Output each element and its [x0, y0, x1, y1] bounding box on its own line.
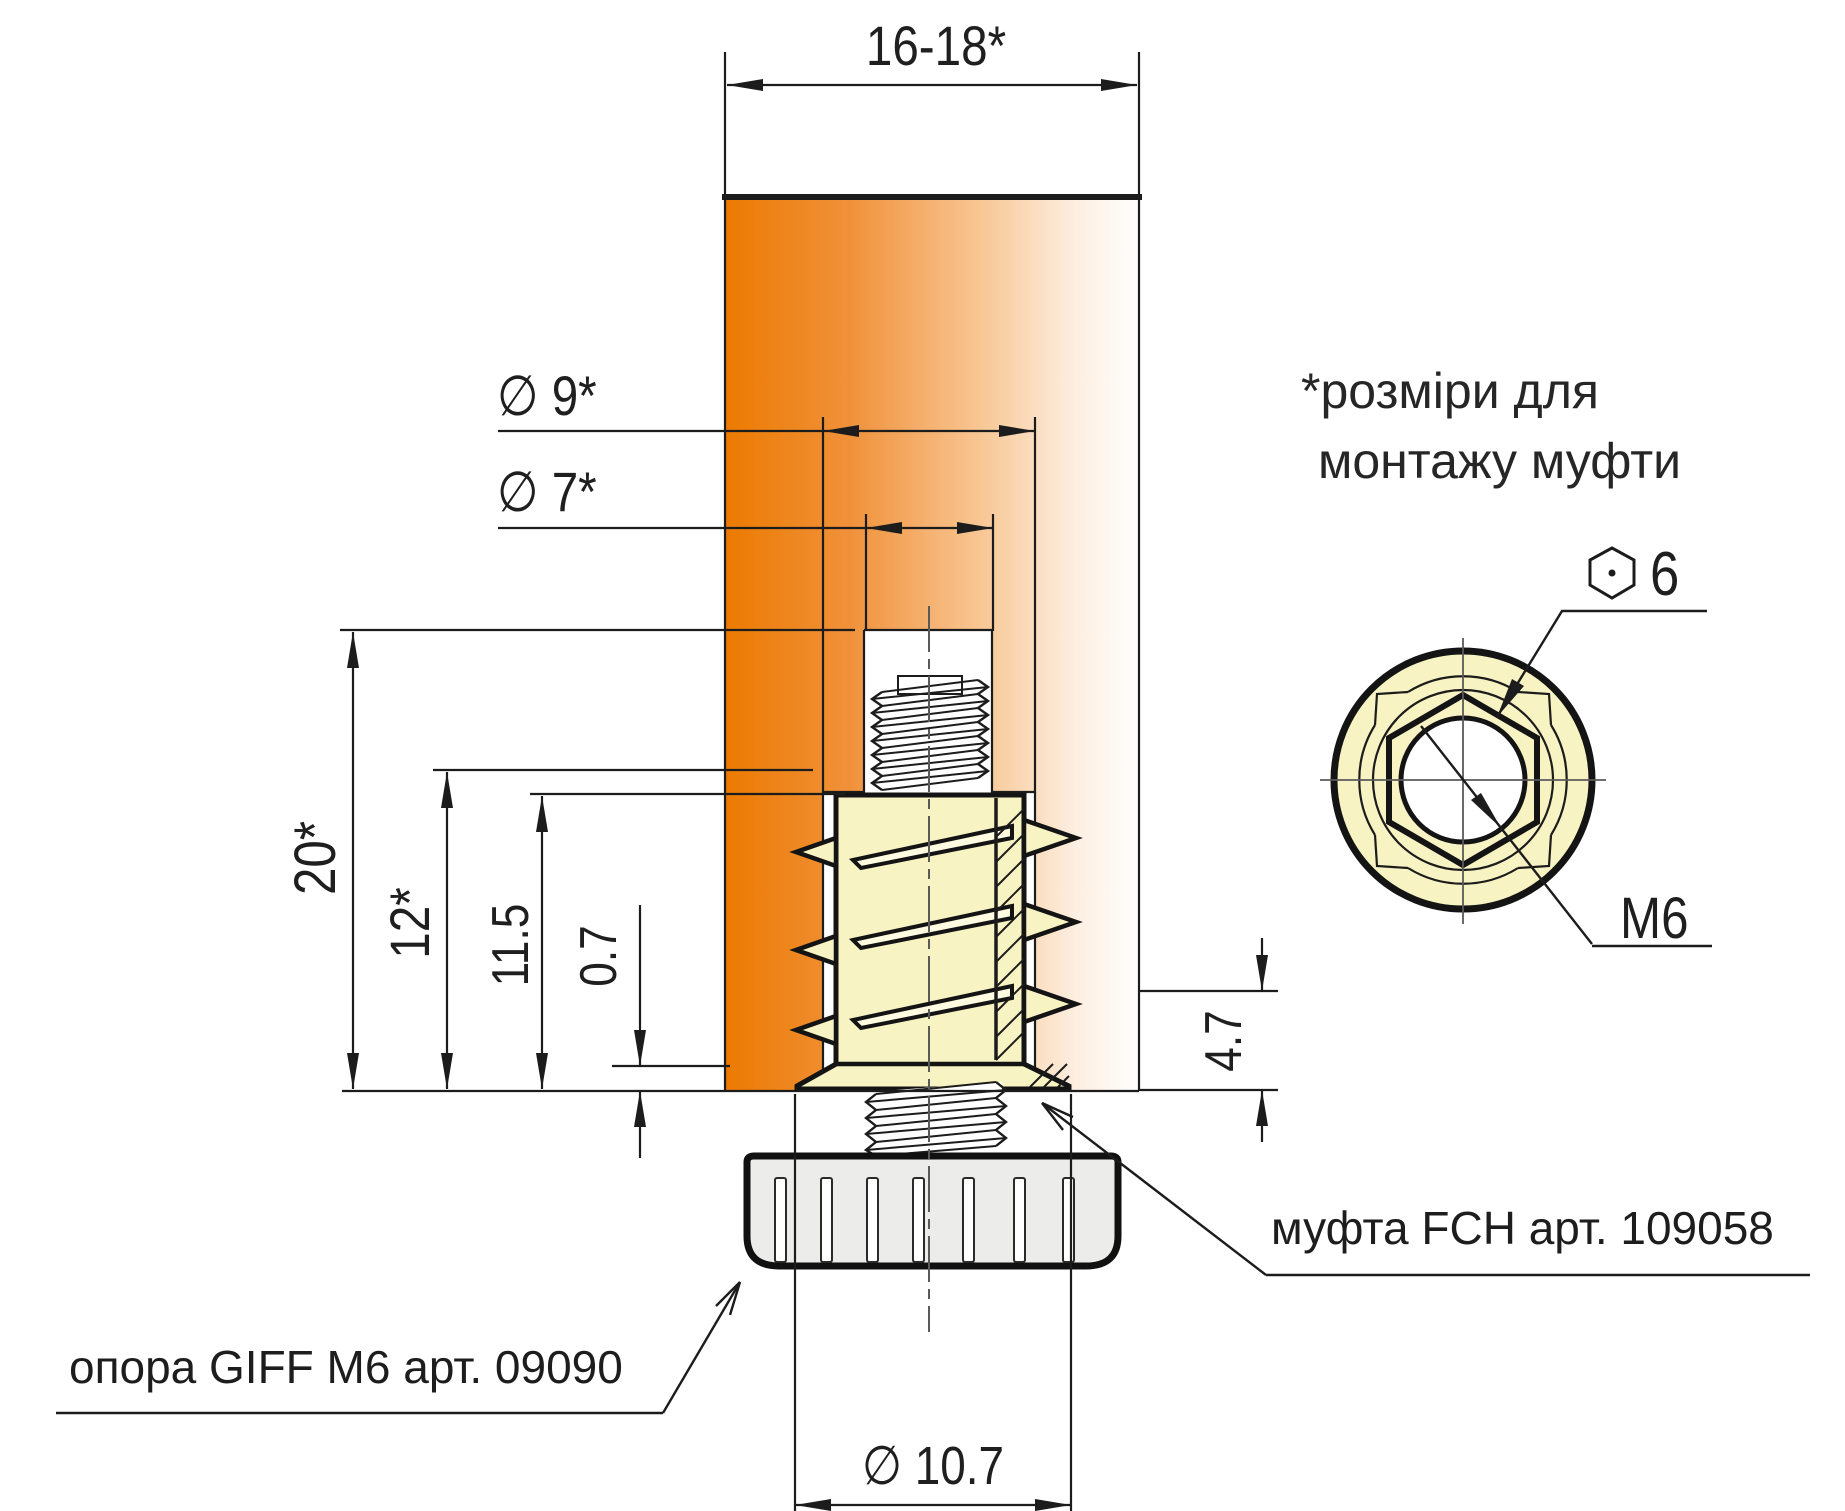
insert-barb	[789, 932, 839, 968]
foot-ribs	[774, 1177, 1075, 1263]
detail-view-top	[1320, 546, 1712, 948]
dimension-depth-11-5	[530, 792, 845, 1089]
dimension-collar-4-7	[1139, 938, 1278, 1142]
note-line-1: *розміри для	[1301, 363, 1599, 419]
insert-fin	[1021, 816, 1083, 860]
insert-groove	[848, 903, 1014, 951]
insert-groove	[848, 983, 1014, 1031]
dim-text-hex-socket: 6	[1650, 540, 1680, 609]
dimension-depth-12	[433, 768, 813, 1089]
dim-text-panel-width: 16-18*	[865, 14, 1007, 77]
label-support: опора GIFF M6 арт. 09090	[69, 1341, 623, 1393]
insert-fin	[1021, 982, 1083, 1026]
dim-text-depth-20: 20*	[283, 820, 348, 896]
dim-text-thread: M6	[1620, 886, 1689, 951]
dim-text-dia7: ∅ 7*	[497, 460, 597, 523]
insert-barb	[789, 834, 839, 870]
label-coupling: муфта FCH арт. 109058	[1271, 1202, 1774, 1254]
note-line-2: монтажу муфти	[1318, 433, 1682, 489]
support-leader-arrow	[56, 1281, 742, 1415]
dim-text-depth-12: 12*	[378, 887, 441, 959]
dimension-recess-0-7	[612, 905, 730, 1158]
dim-text-collar-4-7: 4.7	[1195, 1010, 1253, 1072]
dimension-depth-20	[340, 628, 855, 1089]
threaded-insert	[789, 792, 1083, 1092]
wood-panel-outline	[722, 194, 1142, 1091]
insert-barb	[789, 1012, 839, 1048]
dim-text-flange-dia: ∅ 10.7	[861, 1436, 1005, 1496]
dim-text-dia9: ∅ 9*	[497, 364, 597, 427]
thread-leader	[1420, 725, 1712, 948]
insert-section-hatch	[994, 798, 1070, 1088]
hex-socket-icon	[1588, 546, 1636, 600]
hex-size-leader	[1495, 609, 1707, 718]
coupling-leader-arrow	[1041, 1101, 1810, 1277]
dim-text-depth-11-5: 11.5	[482, 903, 540, 987]
screw-thread-upper	[869, 675, 991, 792]
dimension-dia9	[498, 417, 1037, 793]
dim-text-recess-0-7: 0.7	[570, 925, 628, 987]
insert-groove	[848, 823, 1014, 871]
dimension-panel-width	[723, 52, 1141, 194]
screw-thread-lower	[863, 1081, 1008, 1158]
insert-fin	[1021, 900, 1083, 944]
adjustable-foot	[743, 1152, 1122, 1270]
dimension-dia7	[498, 514, 995, 631]
dimension-flange-dia	[793, 1094, 1073, 1511]
